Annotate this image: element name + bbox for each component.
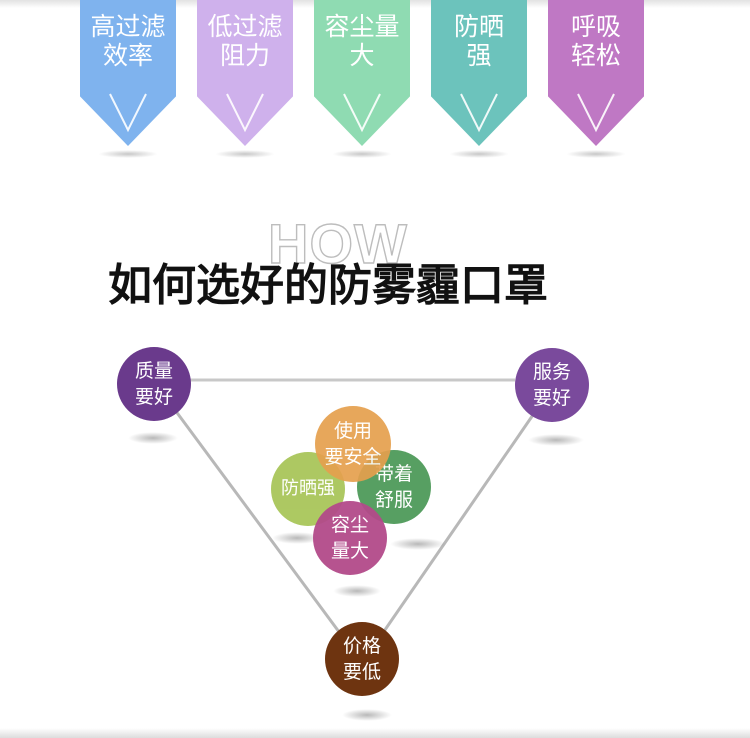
banner-label: 防晒 强 [453, 12, 504, 70]
node-shadow [390, 538, 446, 550]
node-label: 防晒强 [281, 478, 335, 499]
feature-banners: 高过滤 效率 低过滤 阻力 容尘量 大 防晒 强 呼吸 轻松 [0, 0, 750, 170]
banner-dust-capacity: 容尘量 大 [314, 0, 410, 158]
connector-right [376, 411, 537, 641]
how-watermark: HOW [267, 212, 448, 275]
banner-sun-protection: 防晒 强 [431, 0, 527, 158]
chevron-down-icon [226, 93, 264, 133]
banner-label: 容尘量 大 [324, 12, 400, 70]
bottom-divider [0, 728, 750, 738]
banner-label: 呼吸 轻松 [570, 12, 621, 70]
node-safety: 使用 要安全 [315, 406, 391, 482]
node-label: 带着 舒服 [374, 463, 413, 511]
banner-shadow [98, 150, 158, 158]
node-shadow [128, 432, 178, 444]
how-text: HOW [267, 212, 408, 275]
node-service: 服务 要好 [515, 348, 589, 422]
banner-easy-breathing: 呼吸 轻松 [548, 0, 644, 158]
connector-left [173, 409, 347, 641]
node-label: 容尘 量大 [330, 514, 369, 562]
node-label: 使用 要安全 [324, 420, 382, 468]
chevron-down-icon [460, 93, 498, 133]
chevron-down-icon [577, 93, 615, 133]
chevron-down-icon [109, 93, 147, 133]
banner-shadow [449, 150, 509, 158]
banner-low-resistance: 低过滤 阻力 [197, 0, 293, 158]
node-label: 质量 要好 [134, 360, 173, 408]
node-dust-capacity: 容尘 量大 [313, 501, 387, 575]
banner-high-efficiency: 高过滤 效率 [80, 0, 176, 158]
node-shadow [528, 434, 584, 446]
node-shadow [342, 709, 392, 721]
node-quality: 质量 要好 [117, 347, 191, 421]
banner-shadow [566, 150, 626, 158]
chevron-down-icon [343, 93, 381, 133]
page-title: 如何选好的防雾霾口罩 [108, 260, 548, 311]
node-label: 价格 要低 [342, 635, 381, 683]
node-shadow [272, 532, 322, 544]
node-shadow [333, 585, 381, 597]
node-label: 服务 要好 [532, 361, 571, 409]
banner-shadow [332, 150, 392, 158]
banner-label: 高过滤 效率 [90, 12, 166, 70]
banner-label: 低过滤 阻力 [207, 12, 283, 70]
node-price: 价格 要低 [325, 622, 399, 696]
banner-shadow [215, 150, 275, 158]
